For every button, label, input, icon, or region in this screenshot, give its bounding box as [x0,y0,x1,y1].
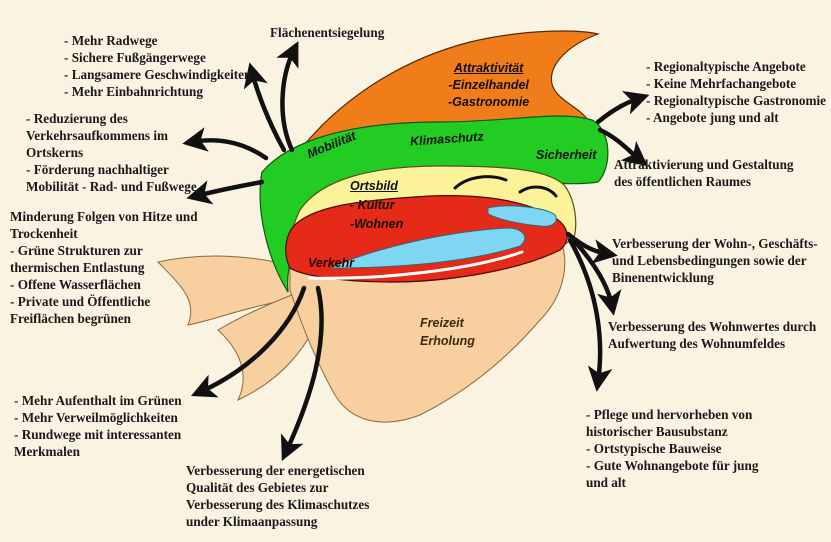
mid-left-line4: - Förderung nachhaltiger [26,161,197,178]
verkehr-label: Verkehr [308,256,354,270]
arrow-top-center [282,50,294,150]
left-climate-line3: - Grüne Strukturen zur [10,242,198,259]
ortsbild-line2: - Kultur [350,196,403,215]
attraktivitaet-label: Attraktivität -Einzelhandel -Gastronomie [448,60,529,111]
block-right-wohnwert: Verbesserung des Wohnwertes durch Aufwer… [608,318,816,352]
block-right-living: Verbesserung der Wohn-, Geschäfts- und L… [612,235,818,286]
block-mid-left: - Reduzierung des Verkehrsaufkommens im … [26,110,197,195]
right-public-line1: Attraktivierung und Gestaltung [614,156,794,173]
freizeit-line2: Erholung [420,332,475,350]
freizeit-label: Freizeit Erholung [420,314,475,350]
ortsbild-line3: -Wohnen [350,215,403,234]
block-left-climate: Minderung Folgen von Hitze und Trockenhe… [10,208,198,327]
block-bottom-center: Verbesserung der energetischen Qualität … [186,462,369,530]
right-living-line1: Verbesserung der Wohn-, Geschäfts- [612,235,818,252]
top-center-line1: Flächenentsiegelung [270,24,384,41]
bottom-center-line3: Verbesserung des Klimaschutzes [186,496,369,513]
top-right-line4: - Angebote jung und alt [646,109,826,126]
block-top-right: - Regionaltypische Angebote - Keine Mehr… [646,58,826,126]
right-living-line3: Binenentwicklung [612,269,818,286]
right-wohnwert-line1: Verbesserung des Wohnwertes durch [608,318,816,335]
attraktivitaet-line2: -Einzelhandel [448,77,529,94]
block-bottom-right: - Pflege und hervorheben von historische… [586,406,758,491]
top-right-line2: - Keine Mehrfachangebote [646,75,826,92]
bottom-left-line2: - Mehr Verweilmöglichkeiten [14,409,182,426]
mid-left-line1: - Reduzierung des [26,110,197,127]
bottom-right-line3: - Ortstypische Bauweise [586,440,758,457]
bottom-left-line4: Merkmalen [14,443,182,460]
mid-left-line3: Ortskerns [26,144,197,161]
bottom-left-line3: - Rundwege mit interessanten [14,426,182,443]
top-right-line3: - Regionaltypische Gastronomie [646,92,826,109]
bottom-right-line1: - Pflege und hervorheben von [586,406,758,423]
bottom-center-line1: Verbesserung der energetischen [186,462,369,479]
right-wohnwert-line2: Aufwertung des Wohnumfeldes [608,335,816,352]
arrow-top-left [252,72,284,150]
arrow-top-right [598,98,640,122]
top-right-line1: - Regionaltypische Angebote [646,58,826,75]
left-climate-line5: - Offene Wasserflächen [10,276,198,293]
ortsbild-title: Ortsbild [350,177,403,196]
right-living-line2: und Lebensbedingungen sowie der [612,252,818,269]
top-left-line2: - Sichere Fußgängerwege [64,49,251,66]
bottom-center-line2: Qualität des Gebietes zur [186,479,369,496]
top-left-line1: - Mehr Radwege [64,32,251,49]
left-climate-line2: Trockenheit [10,225,198,242]
block-bottom-left: - Mehr Aufenthalt im Grünen - Mehr Verwe… [14,392,182,460]
arrow-left-climate [196,182,262,196]
left-climate-line7: Freiflächen begrünen [10,310,198,327]
block-top-left: - Mehr Radwege - Sichere Fußgängerwege -… [64,32,251,100]
bottom-left-line1: - Mehr Aufenthalt im Grünen [14,392,182,409]
bottom-right-line4: - Gute Wohnangebote für jung [586,457,758,474]
bottom-right-line2: historischer Bausubstanz [586,423,758,440]
attraktivitaet-line3: -Gastronomie [448,94,529,111]
top-left-line3: - Langsamere Geschwindigkeiten [64,66,251,83]
bottom-right-line5: und alt [586,474,758,491]
ortsbild-label: Ortsbild - Kultur -Wohnen [350,177,403,234]
top-left-line4: - Mehr Einbahnrichtung [64,83,251,100]
block-top-center: Flächenentsiegelung [270,24,384,41]
block-right-public: Attraktivierung und Gestaltung des öffen… [614,156,794,190]
attraktivitaet-title: Attraktivität [448,60,529,77]
mid-left-line2: Verkehrsaufkommens im [26,127,197,144]
mid-left-line5: Mobilität - Rad- und Fußwege [26,178,197,195]
left-climate-line1: Minderung Folgen von Hitze und [10,208,198,225]
arrow-mid-left [192,140,266,158]
right-public-line2: des öffentlichen Raumes [614,173,794,190]
freizeit-line1: Freizeit [420,314,475,332]
sicherheit-label: Sicherheit [536,148,596,162]
left-climate-line4: thermischen Entlastung [10,259,198,276]
arrow-bottom-right [570,240,600,382]
left-climate-line6: - Private und Öffentliche [10,293,198,310]
bottom-center-line4: under Klimaanpassung [186,513,369,530]
